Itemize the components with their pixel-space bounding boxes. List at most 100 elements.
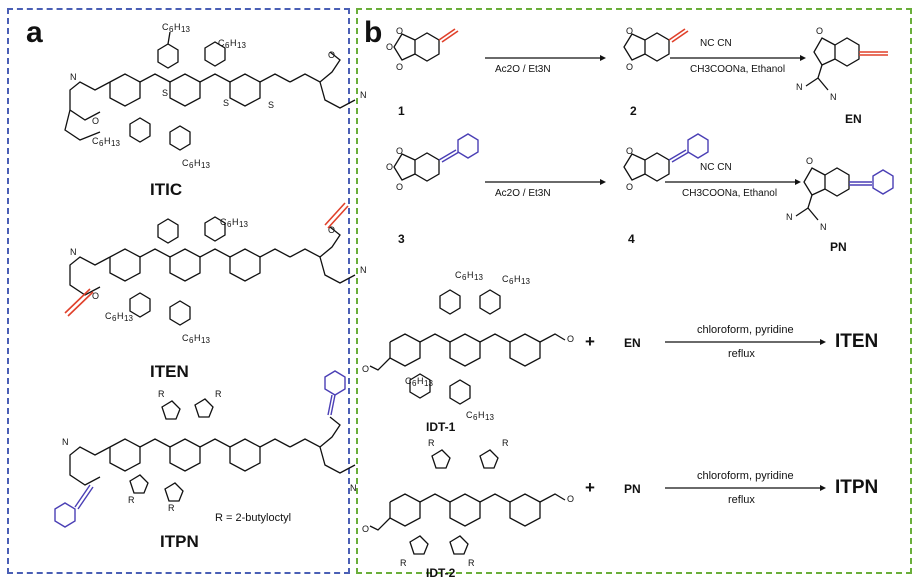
svg-text:N: N: [360, 90, 367, 100]
svg-text:O: O: [328, 50, 335, 60]
svg-text:C: C: [182, 158, 189, 168]
svg-text:6: 6: [509, 277, 514, 286]
itpn-structure: N N R R R R: [54, 370, 357, 528]
svg-text:R: R: [168, 503, 175, 513]
svg-text:6: 6: [462, 273, 467, 282]
svg-text:O: O: [567, 334, 574, 344]
step6-conditions: chloroform, pyridine: [697, 470, 794, 482]
svg-text:N: N: [830, 92, 837, 102]
svg-text:R: R: [158, 389, 165, 399]
svg-text:6: 6: [412, 379, 417, 388]
compound-1: OOO: [386, 26, 459, 72]
svg-text:13: 13: [485, 413, 494, 422]
svg-text:O: O: [362, 524, 369, 534]
compound-2: OO: [623, 26, 689, 72]
svg-text:13: 13: [424, 379, 433, 388]
svg-text:S: S: [268, 100, 274, 110]
svg-text:C: C: [455, 270, 462, 280]
step2-reagent: CH3COONa, Ethanol: [690, 64, 786, 75]
reactant-pn: PN: [624, 482, 641, 496]
compound-number-4: 4: [628, 232, 635, 246]
svg-text:H: H: [514, 274, 521, 284]
svg-text:R: R: [128, 495, 135, 505]
svg-text:6: 6: [225, 41, 230, 50]
step2-malononitrile: NC CN: [700, 38, 732, 49]
svg-text:N: N: [70, 247, 77, 257]
svg-text:13: 13: [474, 273, 483, 282]
svg-text:13: 13: [124, 314, 133, 323]
step3-reagent: Ac2O / Et3N: [495, 188, 551, 199]
r-group-note: R = 2-butyloctyl: [215, 512, 292, 524]
panel-a-frame: [7, 8, 350, 574]
compound-label-pn: PN: [830, 240, 847, 254]
svg-text:S: S: [162, 88, 168, 98]
compound-4: OO: [623, 133, 709, 192]
compound-label-idt-2: IDT-2: [426, 566, 456, 580]
svg-text:13: 13: [201, 336, 210, 345]
svg-text:O: O: [396, 146, 403, 156]
svg-text:C: C: [466, 410, 473, 420]
svg-text:6: 6: [227, 220, 232, 229]
svg-text:S: S: [223, 98, 229, 108]
step5-conditions: chloroform, pyridine: [697, 324, 794, 336]
svg-text:C: C: [405, 376, 412, 386]
svg-text:C: C: [502, 274, 509, 284]
svg-text:O: O: [92, 291, 99, 301]
svg-text:O: O: [362, 364, 369, 374]
compound-name-itpn: ITPN: [160, 532, 199, 551]
step4-reagent: CH3COONa, Ethanol: [682, 188, 778, 199]
svg-text:C: C: [162, 22, 169, 32]
svg-text:6: 6: [112, 314, 117, 323]
svg-text:H: H: [194, 158, 201, 168]
svg-text:N: N: [786, 212, 793, 222]
plus-sign-step5: +: [585, 332, 595, 351]
svg-text:O: O: [626, 182, 633, 192]
compound-3: OOO: [386, 133, 479, 192]
step5-reflux: reflux: [728, 348, 755, 360]
svg-text:O: O: [626, 26, 633, 36]
step4-malononitrile: NC CN: [700, 162, 732, 173]
svg-text:R: R: [428, 438, 435, 448]
svg-text:H: H: [117, 311, 124, 321]
svg-text:N: N: [796, 82, 803, 92]
compound-number-3: 3: [398, 232, 405, 246]
svg-text:C: C: [105, 311, 112, 321]
svg-text:C: C: [182, 333, 189, 343]
svg-text:6: 6: [169, 25, 174, 34]
svg-text:O: O: [92, 116, 99, 126]
svg-text:C: C: [92, 136, 99, 146]
svg-text:N: N: [360, 265, 367, 275]
compound-number-1: 1: [398, 104, 405, 118]
svg-text:N: N: [350, 483, 357, 493]
svg-text:O: O: [567, 494, 574, 504]
svg-text:13: 13: [181, 25, 190, 34]
svg-text:H: H: [230, 38, 237, 48]
svg-text:N: N: [62, 437, 69, 447]
step6-reflux: reflux: [728, 494, 755, 506]
svg-text:O: O: [328, 225, 335, 235]
compound-en: O NN: [796, 26, 888, 102]
svg-text:H: H: [478, 410, 485, 420]
compound-name-itic: ITIC: [150, 180, 183, 199]
product-itpn: ITPN: [835, 477, 879, 498]
svg-text:C: C: [218, 38, 225, 48]
svg-text:13: 13: [201, 161, 210, 170]
svg-text:6: 6: [473, 413, 478, 422]
svg-text:O: O: [396, 26, 403, 36]
svg-text:13: 13: [111, 139, 120, 148]
svg-text:13: 13: [237, 41, 246, 50]
svg-text:H: H: [104, 136, 111, 146]
svg-text:N: N: [70, 72, 77, 82]
svg-text:13: 13: [521, 277, 530, 286]
svg-text:O: O: [626, 146, 633, 156]
compound-pn: O NN: [786, 156, 894, 232]
svg-text:H: H: [232, 217, 239, 227]
svg-text:R: R: [215, 389, 222, 399]
svg-text:O: O: [396, 62, 403, 72]
svg-text:H: H: [467, 270, 474, 280]
svg-text:C: C: [220, 217, 227, 227]
